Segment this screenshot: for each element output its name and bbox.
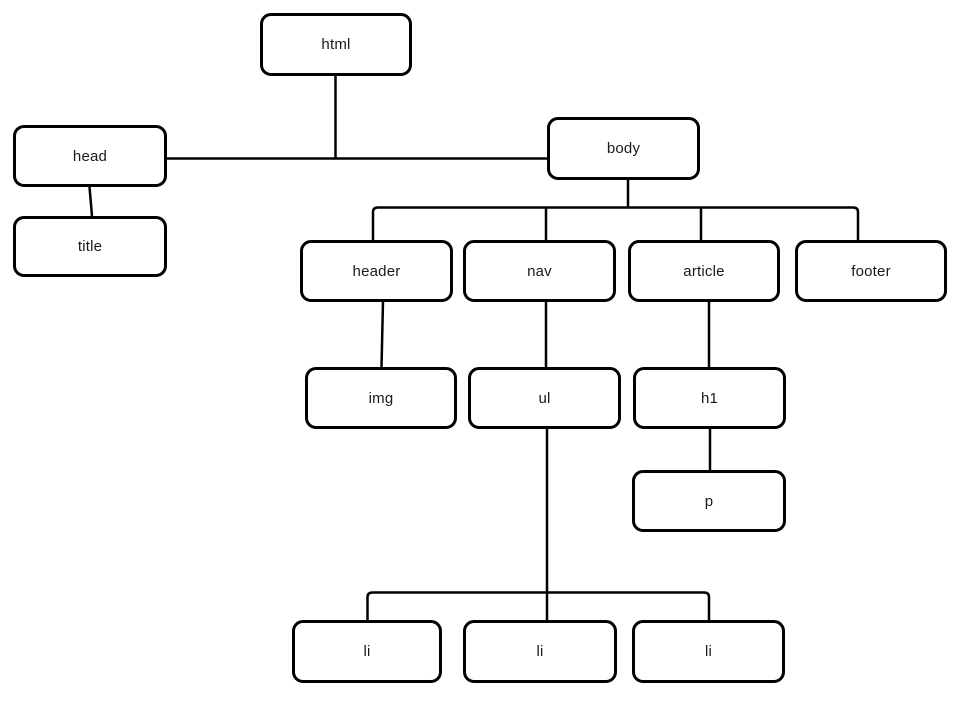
edge-header-img [380,300,385,368]
node-p-label: p [704,492,714,510]
node-header: header [300,240,453,302]
node-body: body [547,117,700,180]
node-html: html [260,13,412,76]
node-p: p [632,470,786,532]
node-li-3: li [632,620,785,683]
node-head: head [13,125,167,187]
node-article: article [628,240,780,302]
node-title: title [13,216,167,277]
node-h1: h1 [633,367,786,429]
node-ul: ul [468,367,621,429]
node-footer: footer [795,240,947,302]
node-li-1-label: li [363,643,371,660]
node-nav: nav [463,240,616,302]
node-img: img [305,367,457,429]
node-li-2-label: li [536,643,544,660]
node-html-label: html [321,36,351,53]
edge-head-title [88,186,94,217]
node-li-1: li [292,620,442,683]
node-nav-label: nav [527,262,552,280]
node-title-label: title [77,238,103,255]
edge-ul-children-rail [366,591,711,620]
node-header-label: header [352,262,401,280]
edge-body-children-rail [371,206,860,240]
node-li-3-label: li [704,643,713,660]
node-footer-label: footer [851,262,891,280]
node-ul-label: ul [538,389,551,407]
node-head-label: head [72,147,108,165]
node-body-label: body [606,140,641,157]
node-h1-label: h1 [700,389,719,407]
node-article-label: article [683,262,725,280]
node-img-label: img [368,389,394,407]
node-li-2: li [463,620,617,683]
